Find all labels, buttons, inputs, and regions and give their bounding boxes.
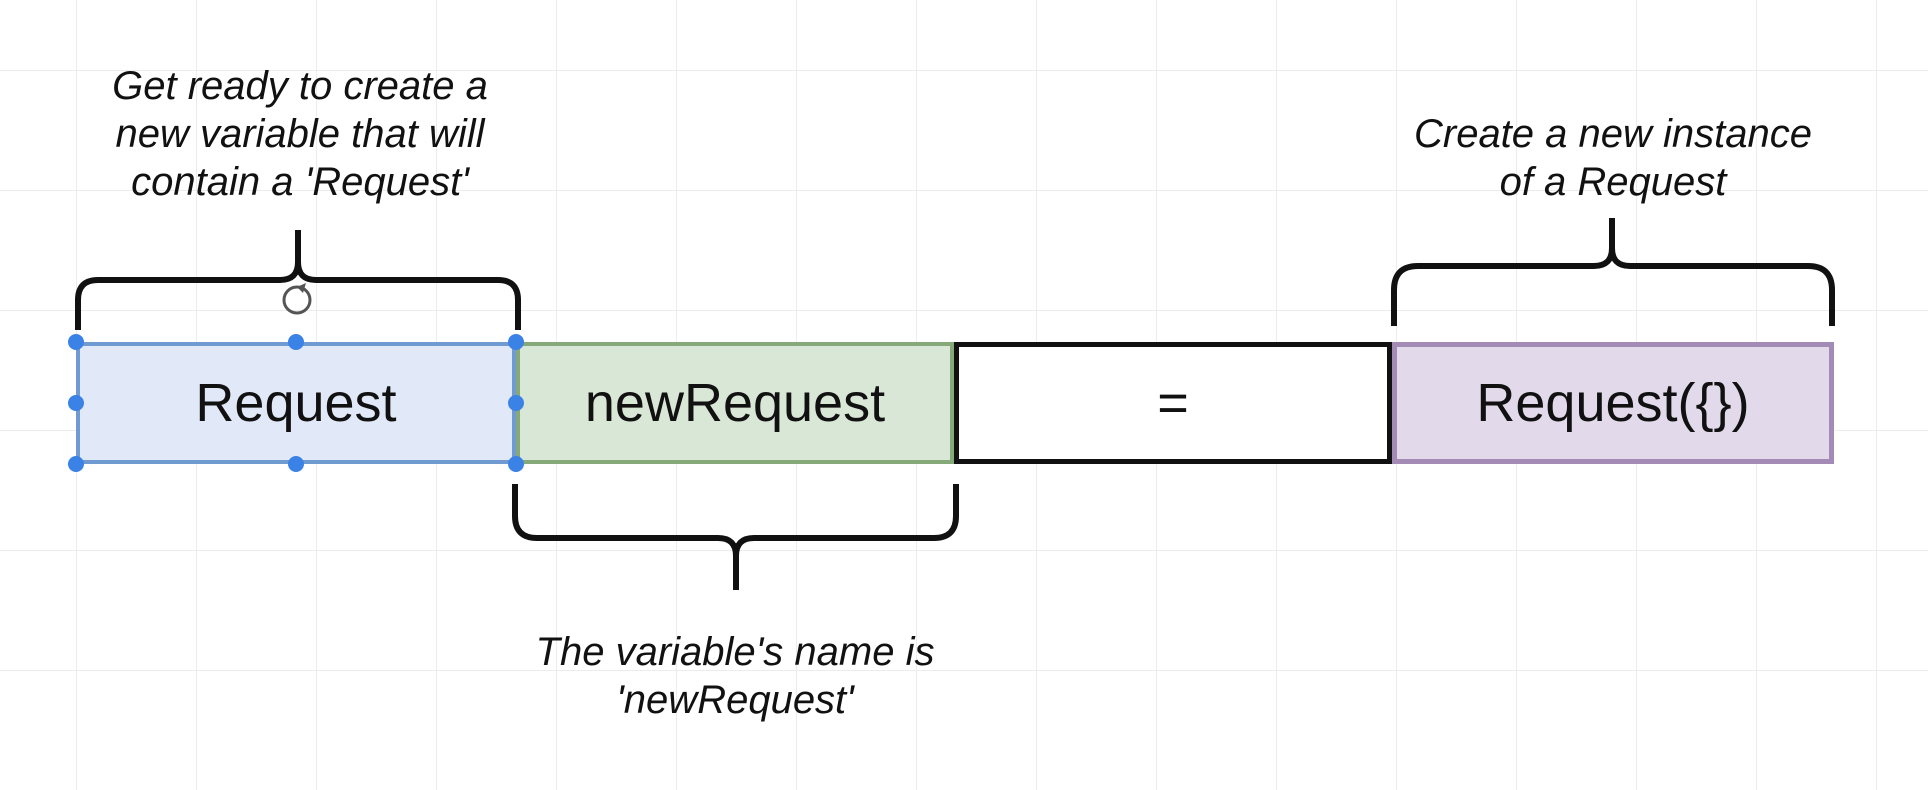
type-token-box[interactable]: Request bbox=[76, 342, 516, 464]
name-brace bbox=[512, 484, 959, 590]
instance-annotation-line: of a Request bbox=[1499, 160, 1727, 204]
instance-annotation: Create a new instance of a Request bbox=[1353, 110, 1873, 206]
name-annotation: The variable's name is 'newRequest' bbox=[465, 628, 1005, 724]
name-annotation-line: The variable's name is bbox=[535, 630, 935, 674]
instance-brace bbox=[1391, 218, 1835, 326]
instance-annotation-line: Create a new instance bbox=[1413, 112, 1812, 156]
rotate-icon[interactable] bbox=[282, 283, 312, 315]
type-brace bbox=[75, 230, 521, 330]
type-annotation-line: Get ready to create a bbox=[112, 64, 488, 108]
name-annotation-line: 'newRequest' bbox=[616, 678, 854, 722]
variable-name-token-box[interactable]: newRequest bbox=[516, 342, 954, 464]
type-annotation-line: new variable that will bbox=[115, 112, 485, 156]
type-annotation-line: contain a 'Request' bbox=[131, 160, 469, 204]
instance-token-box[interactable]: Request({}) bbox=[1392, 342, 1834, 464]
type-annotation: Get ready to create a new variable that … bbox=[40, 62, 560, 206]
equals-token-box[interactable]: = bbox=[954, 342, 1392, 464]
